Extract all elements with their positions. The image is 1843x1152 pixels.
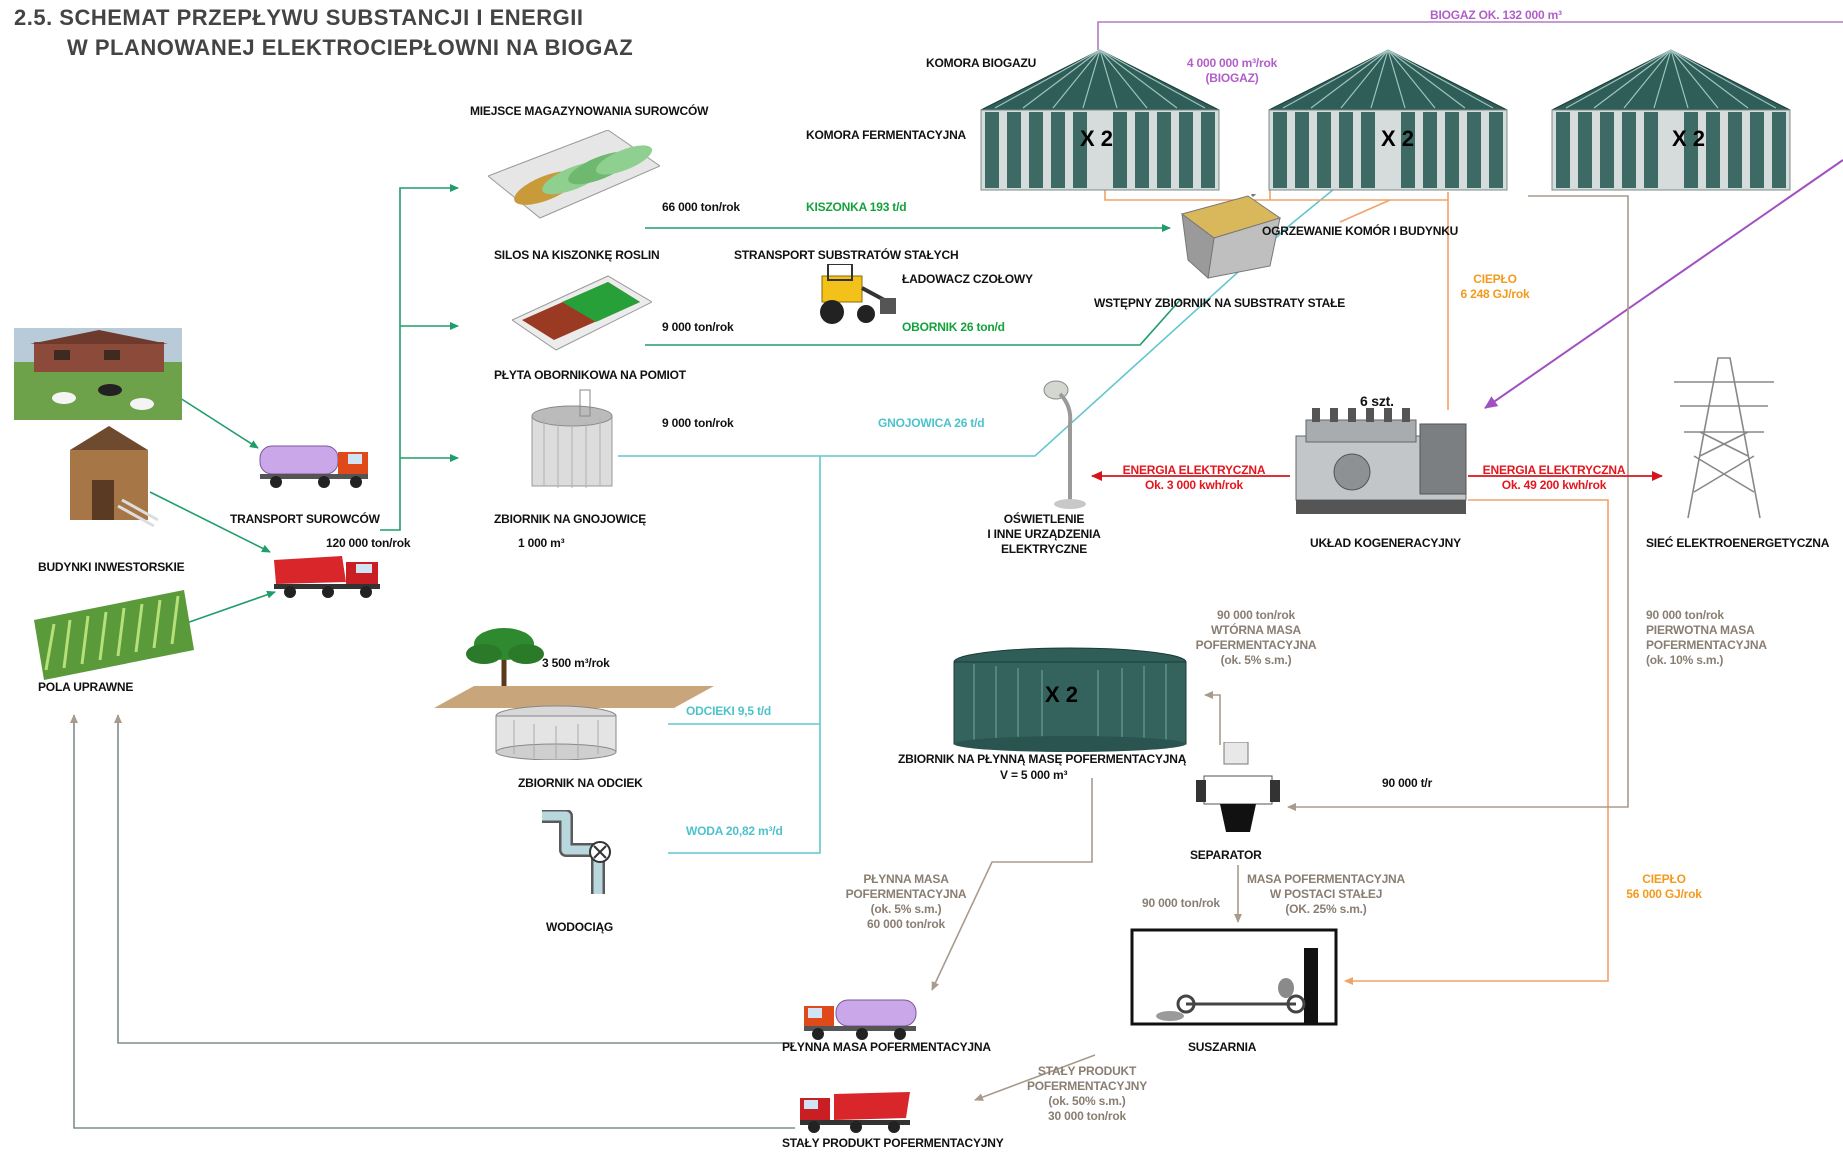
title-line-1: 2.5. SCHEMAT PRZEPŁYWU SUBSTANCJI I ENER… [14,5,584,30]
slurry-tank-volume-label: 1 000 m³ [518,536,565,550]
tank-multiplier: X 2 [1672,126,1705,151]
dryer-label: SUSZARNIA [1188,1040,1257,1054]
power-grid-label: SIEĆ ELEKTROENERGETYCZNA [1646,536,1830,550]
tank-multiplier: X 2 [1045,682,1078,707]
silage-silo-label: SILOS NA KISZONKĘ ROSLIN [494,248,660,262]
manure-plate-label: PŁYTA OBORNIKOWA NA POMIOT [494,368,686,382]
biogas-chamber-label: KOMORA BIOGAZU [926,56,1037,70]
front-loader-label: ŁADOWACZ CZOŁOWY [902,272,1033,286]
power-pylon-icon [1674,357,1774,519]
leachate-flow-label: ODCIEKI 9,5 t/d [686,704,772,718]
manure-flow-label: OBORNIK 26 ton/d [902,320,1005,334]
water-supply-label: WODOCIĄG [546,920,614,934]
digester-tank-icon: X 2 [1268,49,1508,191]
silage-flow-label: KISZONKA 193 t/d [806,200,907,214]
cornfield-icon [34,590,194,680]
investor-buildings-label: BUDYNKI INWESTORSKIE [38,560,185,574]
fermentation-chamber-label: KOMORA FERMENTACYJNA [806,128,966,142]
farm-icon [14,328,182,420]
leachate-tank-label: ZBIORNIK NA ODCIEK [518,776,643,790]
grey-flows [931,195,1629,1101]
pre-tank-label: WSTĘPNY ZBIORNIK NA SUBSTRATY STAŁE [1094,296,1346,310]
dump-truck-icon [274,556,380,598]
solid-digestate-amount-label: 90 000 ton/rok [1142,896,1220,910]
barn-icon [70,426,170,533]
dryer-icon [1130,928,1338,1026]
front-loader-icon [820,264,896,324]
green-flows [149,184,1181,627]
water-valve-icon [542,810,611,894]
slurry-amount-label: 9 000 ton/rok [662,416,734,430]
return-lines [70,714,795,1129]
liquid-digestate-transport-label: PŁYNNA MASA POFERMENTACYJNA [782,1040,991,1054]
biogas-volume-label: 4 000 000 m³/rok(BIOGAZ) [1186,56,1278,85]
title-line-2: W PLANOWANEJ ELEKTROCIEPŁOWNI NA BIOGAZ [67,35,634,60]
solid-product-transport-label: STAŁY PRODUKT POFERMENTACYJNY [782,1136,1004,1150]
lamp-icon [1043,380,1086,509]
biogas-line [1097,21,1843,409]
manure-plate-icon [512,275,652,351]
slurry-tank-icon [531,389,613,488]
heating-label: OGRZEWANIE KOMÓR I BUDYNKU [1262,224,1459,238]
engine-count-label: 6 szt. [1360,393,1394,409]
dump-truck-icon [800,1092,910,1133]
water-flow-label: WODA 20,82 m³/d [686,824,783,838]
tanker-truck-icon [259,445,368,488]
liquid-tank-volume-label: V = 5 000 m³ [1000,768,1068,782]
orange-flows [1104,185,1609,985]
raw-transport-label: TRANSPORT SUROWCÓW [230,512,380,526]
leachate-tank-icon [434,686,714,760]
slurry-flow-label: GNOJOWICA 26 t/d [878,416,985,430]
tanker-truck-icon [804,999,917,1040]
leachate-amount-label: 3 500 m³/rok [542,656,610,670]
tank-multiplier: X 2 [1381,126,1414,151]
silage-silo-icon [488,130,660,219]
silage-amount-label: 66 000 ton/rok [662,200,740,214]
transport-amount-label: 120 000 ton/rok [326,536,411,550]
separator-icon [1196,742,1280,832]
raw-material-storage-label: MIEJSCE MAGAZYNOWANIA SUROWCÓW [470,104,709,118]
chp-engine-icon [1295,408,1467,514]
slurry-tank-label: ZBIORNIK NA GNOJOWICĘ [494,512,647,526]
digester-tank-icon: X 2 [980,49,1220,191]
cyan-flows [618,179,1346,854]
manure-amount-label: 9 000 ton/rok [662,320,734,334]
chp-unit-label: UKŁAD KOGENERACYJNY [1310,536,1461,550]
feeder-hopper-icon [1180,194,1282,279]
separator-flow-label: 90 000 t/r [1382,776,1433,790]
biogas-total-label: BIOGAZ OK. 132 000 m³ [1430,8,1562,22]
fields-label: POLA UPRAWNE [38,680,134,694]
liquid-digestate-tank-label: ZBIORNIK NA PŁYNNĄ MASĘ POFERMENTACYJNĄ [898,752,1187,766]
separator-label: SEPARATOR [1190,848,1262,862]
tank-multiplier: X 2 [1080,126,1113,151]
digestate-tank-icon: X 2 [953,647,1187,752]
digester-tank-icon: X 2 [1551,49,1791,191]
solid-transport-label: STRANSPORT SUBSTRATÓW STAŁYCH [734,248,959,262]
